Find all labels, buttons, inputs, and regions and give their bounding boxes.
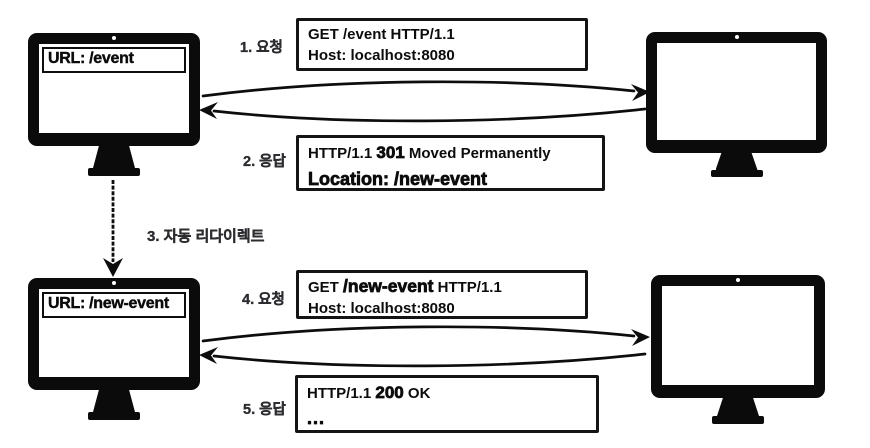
- request-arrow-top: [201, 80, 636, 98]
- monitor-stand-base: [88, 412, 140, 420]
- response-box-2: HTTP/1.1 200 OK ...: [295, 375, 599, 433]
- arrowhead-down-icon: [103, 258, 123, 277]
- server-monitor-top: [646, 32, 827, 177]
- request-box-1: GET /event HTTP/1.1 Host: localhost:8080: [296, 18, 588, 71]
- monitor-bezel: [646, 32, 827, 153]
- step-label-4-request: 4. 요청: [242, 292, 285, 308]
- camera-dot-icon: [112, 36, 116, 40]
- monitor-stand-base: [88, 168, 140, 176]
- url-text: URL: /new-event: [48, 295, 170, 312]
- url-bar-bottom: URL: /new-event: [42, 292, 186, 318]
- request-box-2: GET /new-event HTTP/1.1 Host: localhost:…: [296, 270, 588, 319]
- camera-dot-icon: [112, 281, 116, 285]
- arrowhead-left-top-icon: [199, 102, 218, 119]
- monitor-bezel: [651, 275, 825, 398]
- server-screen-top: [657, 43, 816, 140]
- request-line: GET /new-event HTTP/1.1: [308, 276, 502, 297]
- request-arrow-bottom: [201, 325, 636, 343]
- response-box-1: HTTP/1.1 301 Moved Permanently Location:…: [296, 135, 605, 191]
- arrowhead-left-bottom-icon: [199, 347, 218, 364]
- client-monitor-bottom: URL: /new-event: [28, 278, 200, 420]
- monitor-bezel: URL: /event: [28, 33, 200, 146]
- monitor-stand-base: [710, 170, 763, 177]
- request-line: GET /event HTTP/1.1: [308, 26, 455, 43]
- host-header-line: Host: localhost:8080: [308, 300, 455, 317]
- step-label-5-response: 5. 응답: [243, 402, 286, 418]
- monitor-stand-base: [712, 416, 764, 424]
- status-line: HTTP/1.1 301 Moved Permanently: [308, 143, 551, 163]
- body-ellipsis-line: ...: [307, 408, 326, 429]
- url-text: URL: /event: [48, 50, 134, 67]
- client-screen-bottom: URL: /new-event: [39, 289, 189, 377]
- response-arrow-bottom: [212, 352, 647, 368]
- status-line: HTTP/1.1 200 OK: [307, 383, 431, 403]
- host-header-line: Host: localhost:8080: [308, 47, 455, 64]
- monitor-stand-neck: [715, 153, 758, 170]
- response-arrow-top: [212, 107, 647, 123]
- url-bar-top: URL: /event: [42, 47, 186, 73]
- arrowhead-right-bottom-icon: [631, 329, 650, 346]
- monitor-bezel: URL: /new-event: [28, 278, 200, 390]
- step-label-3-redirect: 3. 자동 리다이렉트: [147, 228, 265, 245]
- server-monitor-bottom: [651, 275, 825, 424]
- monitor-stand-neck: [93, 390, 135, 412]
- client-monitor-top: URL: /event: [28, 33, 200, 176]
- monitor-stand-neck: [93, 146, 135, 168]
- step-label-1-request: 1. 요청: [240, 40, 283, 56]
- client-screen-top: URL: /event: [39, 44, 189, 133]
- camera-dot-icon: [734, 35, 739, 39]
- location-header-line: Location: /new-event: [308, 169, 488, 190]
- step-label-2-response: 2. 응답: [243, 154, 286, 170]
- server-screen-bottom: [662, 286, 814, 385]
- monitor-stand-neck: [717, 398, 759, 416]
- camera-dot-icon: [736, 278, 740, 282]
